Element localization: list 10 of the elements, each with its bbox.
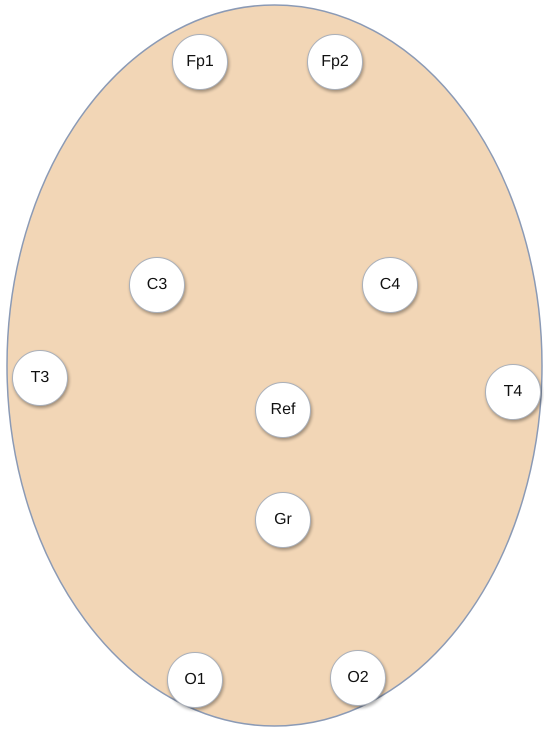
electrode-label: Fp2 — [321, 53, 349, 71]
electrode-label: T4 — [504, 383, 522, 401]
electrode-label: O1 — [184, 671, 206, 689]
electrode-label: Fp1 — [186, 53, 214, 71]
electrode-label: Gr — [274, 511, 292, 529]
electrode-label: Ref — [270, 401, 296, 419]
electrode-label: C3 — [146, 276, 168, 294]
electrode-label: C4 — [380, 276, 400, 294]
electrode-label: T3 — [30, 369, 50, 387]
electrode-label: O2 — [347, 669, 369, 687]
